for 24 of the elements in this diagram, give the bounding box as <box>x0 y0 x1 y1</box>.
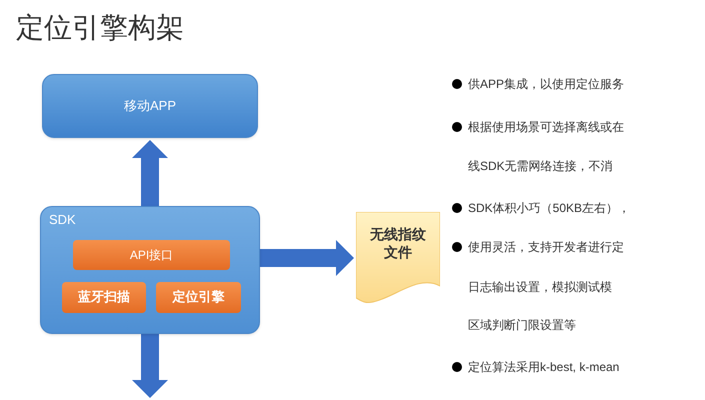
container-label: SDK <box>49 211 76 229</box>
bullet-text: 日志输出设置，模拟测试模 <box>468 281 612 293</box>
node-label: 移动APP <box>124 98 176 114</box>
bullet-text: 根据使用场景可选择离线或在 <box>468 121 624 133</box>
node-label: 无线指纹文件 <box>368 226 427 261</box>
app-box <box>42 74 258 138</box>
bullet-text: 线SDK无需网络连接，不消 <box>468 160 613 172</box>
block-arrow <box>132 140 168 206</box>
module-box <box>156 282 241 313</box>
block-arrow <box>132 334 168 398</box>
sdk-container <box>40 206 260 334</box>
bullet-text: 区域判断门限设置等 <box>468 319 576 331</box>
bullet-text: SDK体积小巧（50KB左右）， <box>468 202 630 214</box>
node-label: 定位引擎 <box>172 289 224 306</box>
block-arrow <box>260 240 354 276</box>
document-shape <box>356 212 440 304</box>
bullet-text: 使用灵活，支持开发者进行定 <box>468 241 624 253</box>
node-label: 蓝牙扫描 <box>78 289 130 306</box>
title: 定位引擎构架 <box>16 14 184 42</box>
bullet-text: 供APP集成，以使用定位服务 <box>468 78 624 90</box>
node-label: API接口 <box>130 248 174 262</box>
module-box <box>62 282 146 313</box>
module-box <box>73 240 230 270</box>
bullet-text: 定位算法采用k-best, k-mean <box>468 361 620 373</box>
